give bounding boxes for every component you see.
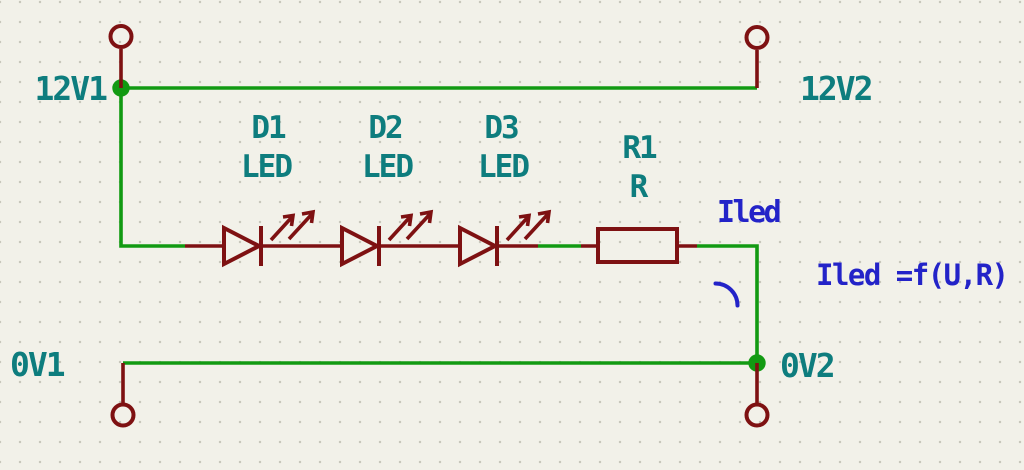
led-d3-symbol[interactable] bbox=[458, 209, 552, 268]
wire-label-iled[interactable]: Iled bbox=[717, 195, 782, 230]
formula-text[interactable]: Iled =f(U,R) bbox=[816, 258, 1009, 292]
port-label-0v2[interactable]: 0V2 bbox=[780, 346, 836, 385]
port-label-12v2[interactable]: 12V2 bbox=[800, 69, 874, 108]
wire-12v-rail[interactable] bbox=[119, 86, 757, 248]
pin-circle-0v1[interactable] bbox=[110, 402, 136, 428]
resistor-r1-symbol[interactable] bbox=[581, 227, 697, 264]
led-d2-emission-arrow-1 bbox=[387, 213, 414, 242]
pin-12v1[interactable] bbox=[108, 24, 134, 88]
notes: Iled Iled =f(U,R) bbox=[717, 195, 1009, 292]
wires bbox=[119, 86, 759, 365]
wire-r1-to-0v[interactable] bbox=[697, 244, 759, 363]
led-d1-symbol[interactable] bbox=[185, 209, 342, 268]
ref-r1[interactable]: R1 bbox=[622, 130, 659, 166]
led-d1-emission-arrow-2 bbox=[287, 209, 316, 241]
resistor-r1-body bbox=[596, 227, 679, 264]
pin-circle-12v1[interactable] bbox=[108, 24, 134, 49]
led-d3-triangle bbox=[458, 224, 500, 268]
pin-0v1[interactable] bbox=[110, 363, 136, 428]
component-labels: D1 LED D2 LED D3 LED R1 R bbox=[241, 110, 659, 205]
symbols bbox=[108, 24, 770, 428]
junctions bbox=[112, 79, 766, 372]
ref-d3[interactable]: D3 bbox=[484, 110, 520, 146]
value-r1[interactable]: R bbox=[630, 169, 651, 205]
port-label-12v1[interactable]: 12V1 bbox=[35, 69, 110, 108]
led-d3-emission-arrow-1 bbox=[505, 213, 532, 242]
led-d3-emission-arrow-2 bbox=[523, 209, 552, 241]
led-d2-emission-arrow-2 bbox=[405, 209, 434, 241]
led-d2-symbol[interactable] bbox=[340, 209, 460, 268]
port-labels: 12V1 12V2 0V1 0V2 bbox=[10, 69, 874, 385]
ref-d2[interactable]: D2 bbox=[368, 110, 404, 146]
value-d2[interactable]: LED bbox=[362, 149, 415, 185]
pin-circle-12v2[interactable] bbox=[744, 25, 770, 50]
led-d2-triangle bbox=[340, 224, 382, 268]
current-direction-arc[interactable] bbox=[713, 281, 740, 308]
value-d3[interactable]: LED bbox=[478, 149, 531, 185]
led-d1-emission-arrow-1 bbox=[269, 213, 296, 242]
port-label-0v1[interactable]: 0V1 bbox=[10, 345, 67, 384]
value-d1[interactable]: LED bbox=[241, 149, 294, 185]
led-d1-triangle bbox=[222, 224, 264, 268]
pin-0v2[interactable] bbox=[744, 363, 770, 428]
ref-d1[interactable]: D1 bbox=[251, 110, 288, 146]
pin-circle-0v2[interactable] bbox=[744, 402, 770, 428]
pin-12v2[interactable] bbox=[744, 25, 770, 88]
